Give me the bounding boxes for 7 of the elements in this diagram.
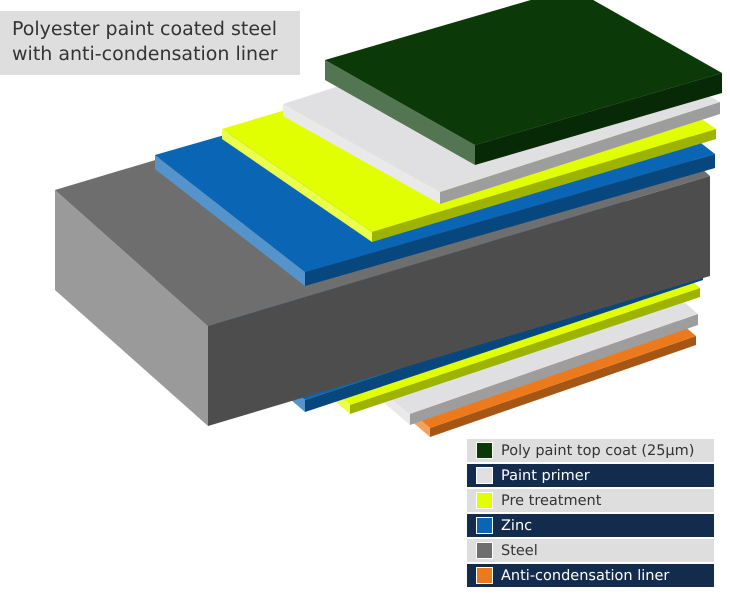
legend-label: Anti-condensation liner (501, 568, 670, 584)
legend-label: Zinc (501, 518, 532, 534)
legend-label: Paint primer (501, 468, 590, 484)
legend-label: Pre treatment (501, 492, 602, 508)
legend-label: Steel (501, 542, 538, 558)
legend-label: Poly paint top coat (25µm) (501, 442, 694, 458)
title: Polyester paint coated steel with anti-condensation liner (0, 11, 300, 75)
